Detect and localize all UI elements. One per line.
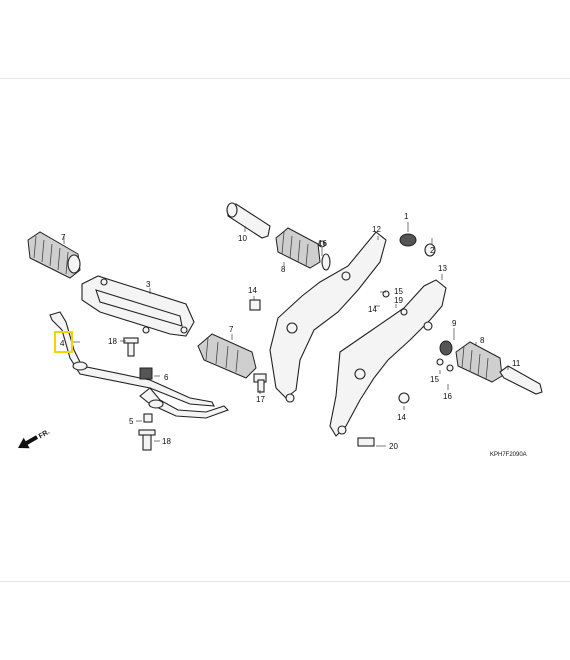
callout-label: 13 <box>438 264 447 273</box>
callout-highlight-box <box>54 331 73 353</box>
hardware-right <box>318 233 454 447</box>
bracket-left-part <box>81 275 195 337</box>
callout-label: 8 <box>480 336 485 345</box>
callout-label: 15 <box>430 375 439 384</box>
callout-label: 12 <box>372 225 381 234</box>
callout-label: 1 <box>404 212 409 221</box>
callout-label: 8 <box>281 265 286 274</box>
callout-label: 5 <box>129 417 134 426</box>
leader-lines <box>63 222 509 447</box>
callout-label: 11 <box>512 359 521 368</box>
callout-label: 20 <box>389 442 398 451</box>
footpeg-right-inner-part <box>275 227 331 271</box>
callout-label: 18 <box>108 337 117 346</box>
callout-label: 16 <box>443 392 452 401</box>
pivot-pin-part <box>226 202 271 239</box>
callout-label: 10 <box>238 234 247 243</box>
callout-label: 7 <box>229 325 234 334</box>
callout-label: 4 <box>60 339 65 348</box>
callout-label: 17 <box>256 395 265 404</box>
direction-label: FR. <box>38 429 51 441</box>
step-bar-part <box>49 311 229 419</box>
footpeg-center-part <box>197 333 257 379</box>
bracket-right-outer-part <box>329 279 447 437</box>
callout-label: 14 <box>397 413 406 422</box>
callout-label: 14 <box>368 305 377 314</box>
diagram-code: KPH7F2090A <box>490 452 527 458</box>
footpeg-right-outer-part <box>455 341 543 395</box>
callout-label: 3 <box>146 280 151 289</box>
diagram-frame <box>0 78 570 582</box>
hardware-left <box>123 299 267 451</box>
callout-label: 19 <box>394 296 403 305</box>
callout-label: 9 <box>452 319 457 328</box>
callout-label: 18 <box>162 437 171 446</box>
callout-label: 2 <box>430 246 435 255</box>
callout-label: 6 <box>164 373 169 382</box>
callout-label: 16 <box>318 239 327 248</box>
callout-labels: 7 3 4 18 6 5 18 7 14 17 10 8 16 12 1 2 1… <box>60 212 521 451</box>
callout-label: 14 <box>248 286 257 295</box>
front-direction-arrow-icon: FR. <box>18 429 51 449</box>
footpeg-left-part <box>27 231 81 279</box>
bracket-right-inner-part <box>269 231 387 403</box>
callout-label: 15 <box>394 287 403 296</box>
callout-label: 7 <box>61 233 66 242</box>
